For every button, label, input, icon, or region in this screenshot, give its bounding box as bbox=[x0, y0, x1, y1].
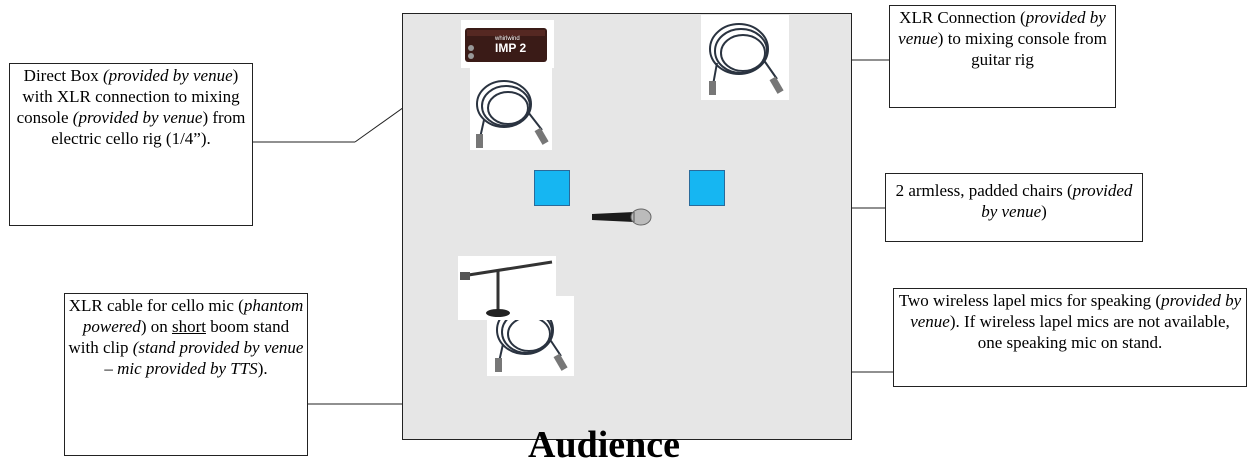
callout-cello-mic: XLR cable for cello mic (phantom powered… bbox=[64, 293, 308, 456]
chair-right bbox=[689, 170, 725, 206]
callout-chairs: 2 armless, padded chairs (provided by ve… bbox=[885, 173, 1143, 242]
boom-stand-image bbox=[458, 256, 556, 320]
xlr-cable-image-2 bbox=[701, 15, 789, 100]
chair-left bbox=[534, 170, 570, 206]
audience-label: Audience bbox=[528, 424, 680, 466]
callout-xlr-connection: XLR Connection (provided by venue) to mi… bbox=[889, 5, 1116, 108]
xlr-cable-image-1 bbox=[470, 68, 552, 150]
callout-lapel-mics: Two wireless lapel mics for speaking (pr… bbox=[893, 288, 1247, 387]
microphone-icon bbox=[590, 208, 652, 226]
callout-direct-box: Direct Box (provided by venue) with XLR … bbox=[9, 63, 253, 226]
direct-box-brand: whirlwind bbox=[494, 36, 520, 42]
direct-box-image: whirlwind IMP 2 bbox=[461, 20, 554, 68]
direct-box-model: IMP 2 bbox=[495, 41, 526, 55]
